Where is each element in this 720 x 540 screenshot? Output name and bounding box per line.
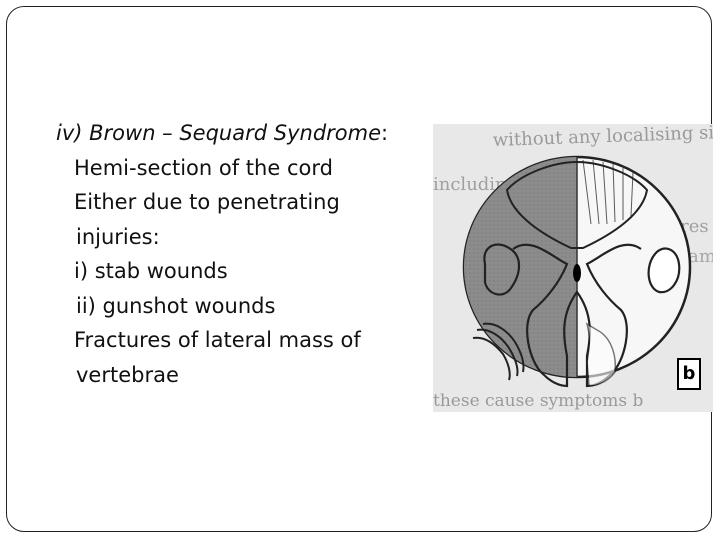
ventral-horn: [585, 322, 617, 387]
central-canal: [573, 264, 581, 282]
dorsal-column: [505, 160, 649, 249]
bullet-text: Fractures of lateral mass of: [74, 328, 361, 352]
bullet-text: Either due to penetrating: [74, 190, 340, 214]
bullet-text: Hemi-section of the cord: [74, 155, 333, 180]
bullet-continuation: injuries:: [76, 224, 160, 249]
spinal-cord-diagram: without any localising sig including ...…: [433, 122, 720, 412]
grey-matter-outline: [512, 243, 642, 388]
figure-label: b: [677, 358, 701, 390]
bullet-item-fractures: Fractures of lateral mass of: [56, 323, 426, 358]
sub-item-stab-wounds: i) stab wounds: [74, 259, 228, 283]
bullet-item-penetrating: Either due to penetrating: [56, 185, 426, 220]
slide-title: iv) Brown – Sequard Syndrome:: [56, 116, 426, 151]
spinal-cord-svg: without any localising sig including ...…: [433, 122, 720, 412]
spinocerebellar-tract: [472, 322, 525, 381]
slide-text: iv) Brown – Sequard Syndrome: Hemi-secti…: [56, 116, 426, 392]
bullet-item-hemisection: Hemi-section of the cord: [56, 151, 426, 186]
bullet-continuation: vertebrae: [76, 362, 179, 387]
lateral-tract-contralateral: [647, 247, 681, 294]
title-text: iv) Brown – Sequard Syndrome: [56, 121, 382, 145]
sub-item-gunshot-wounds: ii) gunshot wounds: [76, 293, 276, 318]
background-scan-text: these cause symptoms b: [433, 391, 643, 411]
lateral-tract-lesion: [483, 243, 521, 296]
title-colon: :: [381, 121, 389, 145]
